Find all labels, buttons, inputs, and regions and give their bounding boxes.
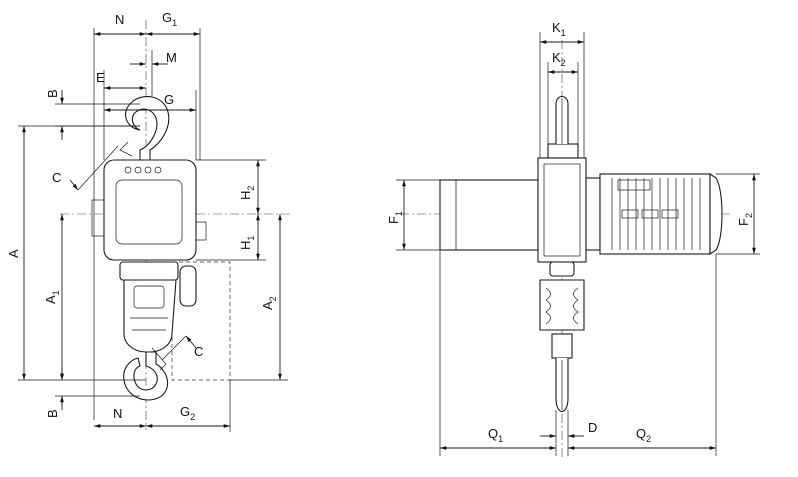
label-H2: H2 [238,186,256,200]
motor-slot [641,209,659,219]
central-body-inner [543,163,581,257]
label-Q2: Q2 [636,426,651,444]
label-C-top: C [52,170,61,185]
motor-slot [621,209,639,219]
label-F1: F1 [386,211,404,224]
housing-inner [115,179,183,245]
hook-block-front [551,333,573,359]
label-D: D [588,420,597,435]
suspension-bracket [547,143,579,159]
motor-end-cap [709,172,723,256]
hook-block-window [133,285,165,309]
motor-flange [585,177,601,251]
housing-right-boss [195,221,207,241]
chain-bag-hanger [179,265,197,307]
bottom-hook-latch [151,347,167,371]
housing-bolt [154,166,162,174]
central-body [537,157,587,263]
motor-terminal-box [617,179,651,191]
housing-bolt [134,166,142,174]
dim-C-bottom-line [161,335,187,361]
bottom-block [539,279,585,331]
chain-outlet [549,261,575,277]
label-K1: K1 [552,20,566,38]
motor-body [599,173,711,255]
label-H1: H1 [238,236,256,250]
housing-side-cap [91,199,105,237]
label-G: G [164,92,174,107]
front-view: K1 K2 F1 F2 Q1 D Q2 [386,20,760,460]
label-A: A [6,249,21,258]
hook-block [123,279,177,353]
bottom-block-springs [545,287,579,325]
label-B-bottom: B [45,409,60,418]
label-C-bottom: C [194,344,203,359]
top-hook-latch [119,141,133,157]
label-K2: K2 [552,50,566,68]
top-hook [125,96,170,163]
label-M: M [166,50,177,65]
side-view: N G1 M E G B C A A1 [6,10,290,432]
motor-slot [661,209,679,219]
label-N-top: N [115,12,124,27]
chain-container-outline [171,261,231,381]
housing-bolt [144,166,152,174]
dim-C-top-line [77,145,119,191]
label-E: E [96,70,105,85]
label-N-bottom: N [113,406,122,421]
label-A2: A2 [260,296,278,310]
gear-housing [439,179,539,251]
label-G1: G1 [162,10,177,28]
dim-C-bottom-arrow [185,335,197,349]
label-F2: F2 [736,213,754,226]
housing-bolt [124,166,132,174]
label-B-top: B [45,89,60,98]
motor-fins [611,178,701,250]
chain-guide [119,261,179,281]
label-A1: A1 [43,290,61,304]
dim-C-top-arrow [69,179,79,191]
label-G2: G2 [180,404,195,422]
label-Q1: Q1 [488,426,503,444]
bottom-hook [123,351,169,401]
